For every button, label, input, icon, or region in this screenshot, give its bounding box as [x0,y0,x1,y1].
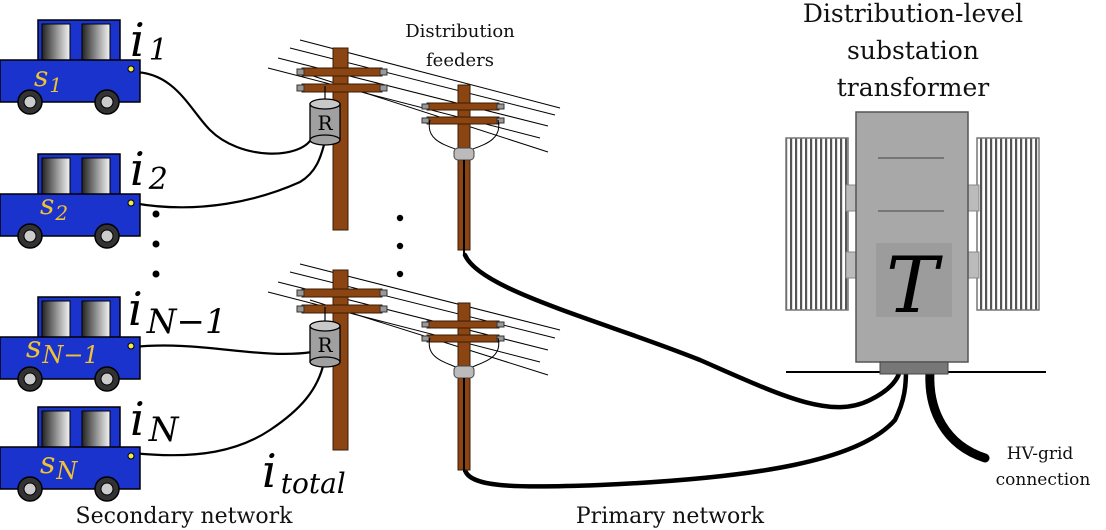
vehicle-1: s1 [0,19,141,115]
regulator-top: R [309,86,341,146]
substation-label-line2: substation [847,36,979,65]
cable-car-2 [132,137,328,209]
vehicle-state-label: s2 [40,188,68,225]
primary-cable-upper [462,252,903,410]
vehicle-state-label: sN−1 [26,330,99,369]
vehicle-state-label: s1 [34,60,62,97]
regulator-bottom: R [309,307,341,368]
radiator-right [976,137,1040,311]
regulator-label: R [317,111,333,135]
vehicle-n-minus-1: sN−1 [0,296,141,392]
feeders-label-line1: Distribution [405,21,515,42]
pole-group-bottom: R [267,263,561,472]
substation-label-line1: Distribution-level [803,0,1023,28]
vehicle-n: sN [0,406,141,502]
primary-cables [462,252,909,489]
secondary-network-label: Secondary network [76,504,294,529]
substation-label-line3: transformer [837,73,990,102]
secondary-cables [132,70,328,457]
hv-grid-cable [925,367,990,463]
cable-car-n1 [132,344,313,355]
regulator-label: R [317,333,333,357]
hv-label-line2: connection [996,470,1091,490]
cable-car-n [132,361,326,457]
substation-transformer: T [785,111,1046,375]
hv-label-line1: HV-grid [1007,444,1074,464]
vehicle-2: s2 [0,153,141,249]
vehicle-state-label: sN [40,446,78,485]
transformer-symbol: T [886,241,943,331]
radiator-left [785,137,849,311]
primary-network-label: Primary network [576,504,765,529]
transformer-base [879,361,949,375]
cable-car-1 [132,70,313,155]
primary-cable-lower [462,367,909,489]
pole-group-top: R [267,39,561,255]
vehicle-ellipsis [152,210,160,278]
feeders-label-line2: feeders [426,50,494,71]
transformer-tank [855,111,969,363]
pole-ellipsis [396,214,404,278]
